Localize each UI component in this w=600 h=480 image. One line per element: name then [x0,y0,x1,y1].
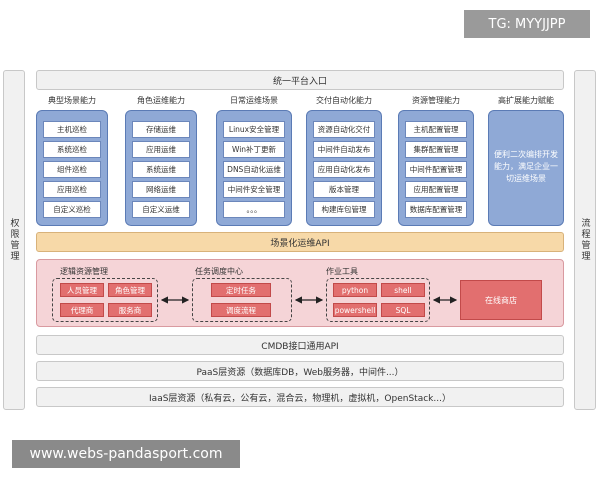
online-store: 在线商店 [460,280,542,320]
col1-item: 系统运维 [132,161,190,178]
category-column-4: 主机配置管理 集群配置管理 中间件配置管理 应用配置管理 数据库配置管理 [398,110,474,226]
side-permission-management: 权限管理 [3,70,25,410]
logic-item-roles: 角色管理 [108,283,152,297]
tool-item-shell: shell [381,283,425,297]
col0-item: 系统巡检 [43,141,101,158]
col2-item: Linux安全管理 [223,121,285,138]
scheduler-title: 任务调度中心 [195,267,243,276]
tool-item-sql: SQL [381,303,425,317]
scenario-api-bar: 场景化运维API [36,232,564,252]
col2-item: 。。。 [223,201,285,218]
scheduler-item-flow: 调度流程 [211,303,271,317]
extension-column: 便利二次编排开发能力，满足企业一切运维场景 [488,110,564,226]
col4-item: 主机配置管理 [405,121,467,138]
scheduler-item-timed: 定时任务 [211,283,271,297]
extension-text: 便利二次编排开发能力，满足企业一切运维场景 [494,150,558,183]
logic-resource-title: 逻辑资源管理 [60,267,108,276]
logic-item-agents: 代理商 [60,303,104,317]
col0-item: 应用巡检 [43,181,101,198]
category-title-1: 角色运维能力 [137,96,185,105]
category-column-3: 资源自动化交付 中间件自动发布 应用自动化发布 版本管理 构建库包管理 [306,110,382,226]
side-left-label: 权限管理 [8,218,19,262]
tools-title: 作业工具 [326,267,358,276]
tool-item-powershell: powershell [333,303,377,317]
scheduler-group [192,278,292,322]
col2-item: DNS自动化运维 [223,161,285,178]
watermark-top: TG: MYYJJPP [464,10,590,38]
logic-item-providers: 服务商 [108,303,152,317]
tools-group [326,278,430,322]
col0-item: 主机巡检 [43,121,101,138]
logic-resource-group [52,278,158,322]
category-title-2: 日常运维场景 [230,96,278,105]
col2-item: 中间件安全管理 [223,181,285,198]
col1-item: 网络运维 [132,181,190,198]
col1-item: 存储运维 [132,121,190,138]
col0-item: 组件巡检 [43,161,101,178]
col3-item: 构建库包管理 [313,201,375,218]
category-column-1: 存储运维 应用运维 系统运维 网络运维 自定义运维 [125,110,197,226]
cmdb-api-bar: CMDB接口通用API [36,335,564,355]
category-title-4: 资源管理能力 [412,96,460,105]
col0-item: 自定义巡检 [43,201,101,218]
watermark-bottom: www.webs-pandasport.com [12,440,240,468]
side-right-label: 流程管理 [579,218,590,262]
col3-item: 资源自动化交付 [313,121,375,138]
col1-item: 应用运维 [132,141,190,158]
category-title-3: 交付自动化能力 [316,96,372,105]
col4-item: 集群配置管理 [405,141,467,158]
col3-item: 版本管理 [313,181,375,198]
category-column-2: Linux安全管理 Win补丁更新 DNS自动化运维 中间件安全管理 。。。 [216,110,292,226]
col4-item: 应用配置管理 [405,181,467,198]
iaas-resource-bar: IaaS层资源（私有云，公有云，混合云，物理机，虚拟机，OpenStack...… [36,387,564,407]
category-title-extension: 高扩展能力赋能 [498,96,554,105]
category-column-0: 主机巡检 系统巡检 组件巡检 应用巡检 自定义巡检 [36,110,108,226]
logic-item-personnel: 人员管理 [60,283,104,297]
category-title-0: 典型场景能力 [48,96,96,105]
col3-item: 应用自动化发布 [313,161,375,178]
col4-item: 中间件配置管理 [405,161,467,178]
side-process-management: 流程管理 [574,70,596,410]
tool-item-python: python [333,283,377,297]
col4-item: 数据库配置管理 [405,201,467,218]
col3-item: 中间件自动发布 [313,141,375,158]
paas-resource-bar: PaaS层资源（数据库DB，Web服务器，中间件...） [36,361,564,381]
col2-item: Win补丁更新 [223,141,285,158]
col1-item: 自定义运维 [132,201,190,218]
unified-entry-bar: 统一平台入口 [36,70,564,90]
